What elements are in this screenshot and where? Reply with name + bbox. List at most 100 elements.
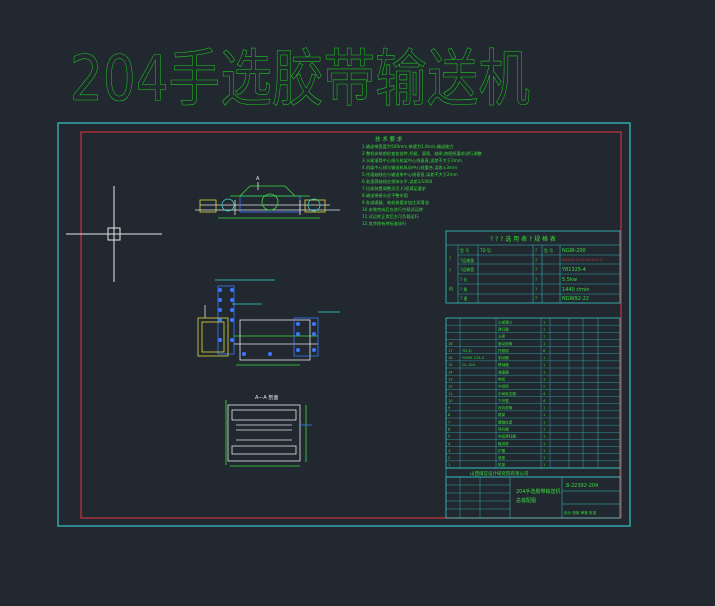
sel-cell: ?运输量 xyxy=(460,257,474,263)
bom-cell: 空段清扫器 xyxy=(498,434,516,439)
sel-cell: ?运输宽 xyxy=(460,266,474,272)
bom-cell: 螺旋拉紧 xyxy=(498,419,513,424)
side-elevation-view: A xyxy=(195,176,340,219)
note-line: 11.试运转正常后方可负载运行 xyxy=(362,213,419,220)
bom-cell: 4 xyxy=(543,399,546,403)
bom-cell: 13 xyxy=(448,378,453,382)
bom-cell: 2 xyxy=(543,385,545,389)
bom-cell: 1 xyxy=(543,356,545,360)
sel-cell: ? xyxy=(535,248,537,253)
bom-cell: 机架 xyxy=(498,462,506,467)
bom-cell: TD-5J xyxy=(461,349,472,353)
title-block-sub: 总装配图 xyxy=(516,497,536,504)
bom-cell: YW09-125-4 xyxy=(462,356,485,360)
bom-cell: 1 xyxy=(543,342,545,346)
bom-footer: 山西煤炭设计研究院有限公司 xyxy=(445,467,621,478)
bom-cell: 清扫器 xyxy=(498,327,509,332)
bom-cell: 联轴器 xyxy=(498,362,509,367)
sel-cell: NGW-200 xyxy=(562,248,586,254)
drawing-number: 8-22392-204 xyxy=(566,483,598,489)
bom-cell: 改向滚筒 xyxy=(498,405,513,410)
bom-cell: 1 xyxy=(543,378,545,382)
bom-cell: 4 xyxy=(448,442,451,446)
note-line: 4.机架中心线与输送机纵向中心线重合,误差±3mm xyxy=(362,164,457,171)
note-line: 5.托辊轴线应与输送带中心线垂直,误差不大于2mm xyxy=(362,171,458,178)
bom-cell: 输送带 xyxy=(498,441,509,446)
bom-cell: 8 xyxy=(543,349,546,353)
title-block-name: 204手选胶带输送机 xyxy=(516,488,561,495)
sel-cell: 1440 r/min xyxy=(562,287,589,293)
note-line: 8.输送带接头应平整牢固 xyxy=(362,192,408,199)
bom-cell: 中间架 xyxy=(498,384,509,389)
section-label: A—A 剖面 xyxy=(255,394,278,401)
sel-cell: ? xyxy=(535,258,537,263)
bom-cell: 电机 xyxy=(498,377,506,382)
note-line: 12.其余按有关标准执行 xyxy=(362,220,406,227)
sel-cell: ? 速 xyxy=(460,295,467,301)
bom-cell: 4 xyxy=(543,392,546,396)
bom-cell: 5 xyxy=(448,435,450,439)
bom-cell: 1 xyxy=(543,320,545,324)
sel-cell: ? xyxy=(449,268,451,273)
bom-cell: GL-100 xyxy=(462,363,476,367)
bom-cell: 16 xyxy=(448,356,453,360)
note-line: 2.整机安装前检查各部件,托辊、滚筒、轴承,按图纸要求进行调整 xyxy=(362,150,483,157)
sel-cell: ? xyxy=(535,287,537,292)
svg-text:A: A xyxy=(256,176,260,182)
sel-cell: 型 号 xyxy=(460,247,469,253)
bom-cell: 1 xyxy=(543,335,545,339)
drawing-title: 204手选胶带输送机 xyxy=(70,42,530,115)
bom-cell: 1 xyxy=(543,463,545,467)
outer-frame xyxy=(57,122,631,527)
sel-cell: ? xyxy=(535,277,537,282)
bom-cell: 18 xyxy=(448,342,453,346)
sel-cell: TD-5J xyxy=(479,248,491,253)
sel-cell: 机 xyxy=(449,285,453,291)
bom-cell: 9 xyxy=(448,406,451,410)
sel-cell: ? xyxy=(535,267,537,272)
bom-cell: 头部漏斗 xyxy=(498,319,513,324)
note-line: 6.各滚筒轴线应保持水平,误差1/1000 xyxy=(362,178,433,185)
note-line: 10.安装完成后应进行空载试运转 xyxy=(362,206,423,213)
sel-cell: ? 长 xyxy=(460,276,467,282)
bom-cell: 6 xyxy=(448,428,451,432)
bom-cell: 头架 xyxy=(498,334,506,339)
plan-view-bolts xyxy=(218,288,316,356)
bom-cell: 1 xyxy=(543,420,545,424)
bom-cell: 下托辊 xyxy=(498,398,509,403)
bom-cell: 1 xyxy=(448,463,450,467)
bom-cell: 15 xyxy=(448,363,453,367)
sel-cell: ? 角 xyxy=(460,286,467,292)
bom-cell: 1 xyxy=(543,370,545,374)
bom-cell: 10 xyxy=(448,399,453,403)
bom-cell: 14 xyxy=(448,370,453,374)
bom-cell: 11 xyxy=(448,392,453,396)
bom-cell: 底座 xyxy=(498,455,506,460)
bom-cell: 1 xyxy=(543,328,545,332)
bom-cell: 驱动滚筒 xyxy=(498,341,513,346)
bom-cell: 减速器 xyxy=(498,369,509,374)
bom-cell: 1 xyxy=(543,428,545,432)
note-line: 9.各减速器、电机按要求加注润滑油 xyxy=(362,199,429,206)
bom-cell: 7 xyxy=(448,420,450,424)
selection-table-title: ? ? ? 选 用 表 ? 规 格 表 xyxy=(490,235,556,243)
sel-cell: 型 号 xyxy=(544,247,553,253)
bom-cell: 1 xyxy=(543,456,545,460)
bom-cell: 1 xyxy=(543,449,545,453)
bom-cell: 8 xyxy=(448,413,451,417)
inner-frame xyxy=(80,131,622,519)
bom-cell: 护罩 xyxy=(498,448,506,453)
sel-cell: ? xyxy=(535,296,537,301)
title-block-org: 设计 校核 审核 批准 xyxy=(564,510,597,515)
bom-cell: 托辊组 xyxy=(498,348,509,353)
sel-cell: NGW92-22 xyxy=(562,296,589,302)
crosshair-cursor xyxy=(66,186,162,282)
bom-cell: 中间架支腿 xyxy=(498,391,516,396)
bom-cell: 尾架 xyxy=(498,412,506,417)
bom-cell: 导料槽 xyxy=(498,427,509,432)
bom-cell: 1 xyxy=(543,406,545,410)
bom-cell: 1 xyxy=(543,363,545,367)
bom-cell: 17 xyxy=(448,349,453,353)
